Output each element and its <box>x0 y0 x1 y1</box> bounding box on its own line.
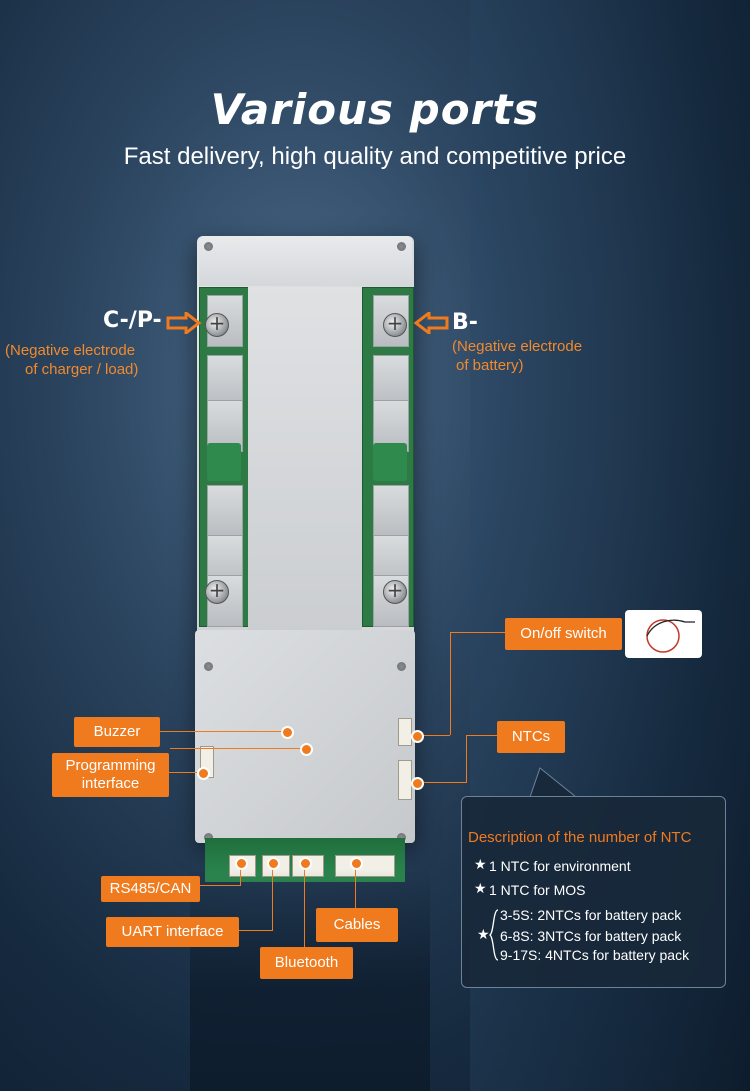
screw-terminal <box>383 578 407 604</box>
star-icon: ★ <box>477 927 490 943</box>
brace-icon <box>489 909 499 961</box>
lower-heatsink <box>195 630 415 843</box>
mount-hole <box>397 242 406 251</box>
rs485-can-label: RS485/CAN <box>101 876 200 902</box>
c-p-description-line1: (Negative electrode <box>5 342 136 359</box>
programming-interface-label: Programming interface <box>52 753 169 797</box>
switch-connector <box>398 718 412 746</box>
star-icon: ★ <box>474 857 487 873</box>
ntc-group-6-8s: 6-8S: 3NTCs for battery pack <box>500 928 682 944</box>
bluetooth-marker <box>299 857 312 870</box>
page-subtitle: Fast delivery, high quality and competit… <box>123 143 627 170</box>
on-off-switch-label: On/off switch <box>505 618 622 650</box>
board-reflection-fade <box>190 870 430 1091</box>
b-description-line2: of battery) <box>456 357 524 374</box>
ntc-group-3-5s: 3-5S: 2NTCs for battery pack <box>500 907 682 923</box>
mount-hole <box>204 662 213 671</box>
mos-pad <box>373 355 409 407</box>
mos-pad <box>207 485 243 537</box>
board-top-plate <box>199 236 412 286</box>
mos-pad <box>373 485 409 537</box>
buzzer-label: Buzzer <box>74 717 160 747</box>
mount-hole <box>397 833 406 842</box>
ntc-description-panel <box>461 796 726 988</box>
arrow-left-icon <box>413 312 449 334</box>
cables-marker <box>350 857 363 870</box>
c-p-port-label: C-/P- <box>103 308 162 333</box>
center-heatsink <box>248 287 362 632</box>
ntc-connector <box>398 760 412 800</box>
cables-label: Cables <box>316 908 398 942</box>
screw-terminal-b <box>383 311 407 337</box>
page-title: Various ports <box>210 85 540 134</box>
pcb-section <box>373 443 407 481</box>
mount-hole <box>204 833 213 842</box>
on-off-switch-image <box>625 610 702 658</box>
panel-pointer <box>529 767 578 798</box>
marker <box>300 743 313 756</box>
arrow-right-icon <box>166 312 202 334</box>
c-p-description-line2: of charger / load) <box>25 361 139 378</box>
screw-terminal-c-p <box>205 311 229 337</box>
uart-interface-label: UART interface <box>106 917 239 947</box>
programming-marker <box>197 767 210 780</box>
mount-hole <box>204 242 213 251</box>
b-port-label: B- <box>452 310 478 335</box>
b-description-line1: (Negative electrode <box>452 338 583 355</box>
ntc-item-mos: 1 NTC for MOS <box>489 882 586 898</box>
screw-terminal <box>205 578 229 604</box>
rs485-marker <box>235 857 248 870</box>
uart-marker <box>267 857 280 870</box>
bluetooth-label: Bluetooth <box>260 947 353 979</box>
ntc-marker <box>411 777 424 790</box>
ntc-item-environment: 1 NTC for environment <box>489 858 631 874</box>
pcb-section <box>207 443 241 481</box>
switch-marker <box>411 730 424 743</box>
buzzer-marker <box>281 726 294 739</box>
mount-hole <box>397 662 406 671</box>
ntcs-label: NTCs <box>497 721 565 753</box>
ntc-panel-title: Description of the number of NTC <box>468 829 692 846</box>
ntc-group-9-17s: 9-17S: 4NTCs for battery pack <box>500 947 690 963</box>
star-icon: ★ <box>474 881 487 897</box>
